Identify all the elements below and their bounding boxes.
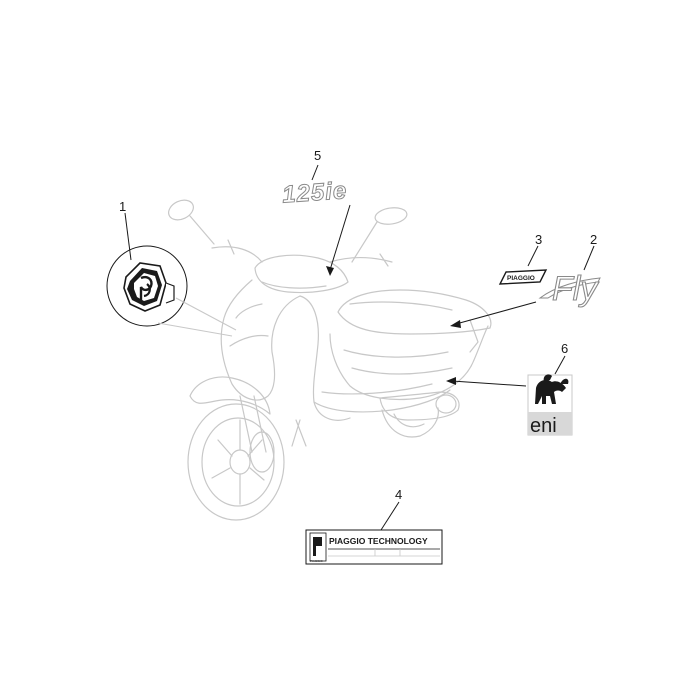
fly-script-callout: Fly 2 [450, 232, 601, 328]
callout-number-1: 1 [119, 199, 126, 214]
callout-number-3: 3 [535, 232, 542, 247]
piaggio-small-decal-text: PIAGGIO [507, 275, 535, 282]
seat [337, 289, 492, 335]
callout-number-4: 4 [395, 487, 402, 502]
model-badge-text: 125ie [281, 177, 348, 208]
callout-1-leader [124, 212, 132, 261]
front-mudguard [189, 376, 271, 415]
technology-plate-small-text: PIAGGIO [310, 559, 323, 563]
badge-leader-bottom [157, 322, 233, 337]
callout-2-arrow-line [455, 301, 537, 325]
badge-leader-top [175, 297, 237, 331]
fly-swoosh [538, 277, 601, 299]
callout-number-2: 2 [590, 232, 597, 247]
piaggio-shield-icon [123, 262, 175, 312]
callout-number-6: 6 [561, 341, 568, 356]
callout-number-5: 5 [314, 148, 321, 163]
scooter-outline [168, 199, 492, 521]
piaggio-small-decal [498, 269, 548, 285]
rear-body [329, 325, 489, 401]
piaggio-badge-callout: 1 [106, 199, 237, 337]
callout-2-leader [583, 245, 595, 271]
callout-6-leader [554, 355, 566, 375]
front-shield [220, 279, 301, 401]
callout-5-arrow-line [329, 204, 351, 271]
floorboard [313, 389, 451, 413]
technology-plate [305, 529, 443, 565]
callout-4-leader [380, 501, 400, 531]
muffler [379, 391, 460, 421]
technology-plate-title: PIAGGIO TECHNOLOGY [329, 536, 428, 546]
callout-5-leader [311, 164, 319, 181]
eni-logo-text: eni [530, 415, 557, 437]
callout-6-arrow-line [451, 380, 527, 387]
front-cowl [254, 254, 349, 294]
eni-sticker-callout: eni 6 [446, 341, 573, 437]
fly-script-text: Fly [552, 270, 599, 308]
piaggio-small-decal-callout: PIAGGIO 3 [498, 232, 548, 285]
six-legged-dog-icon [535, 374, 569, 404]
piaggio-technology-label-callout: PIAGGIO PIAGGIO TECHNOLOGY 4 [305, 487, 443, 565]
left-mirror [168, 199, 215, 245]
front-wheel [187, 403, 285, 521]
right-mirror [351, 207, 408, 263]
rear-wheel [381, 407, 439, 438]
handlebar [211, 246, 393, 263]
model-badge-callout: 125ie 5 [281, 148, 351, 276]
callout-3-leader [527, 245, 539, 267]
piaggio-mini-logo-icon [313, 537, 322, 556]
